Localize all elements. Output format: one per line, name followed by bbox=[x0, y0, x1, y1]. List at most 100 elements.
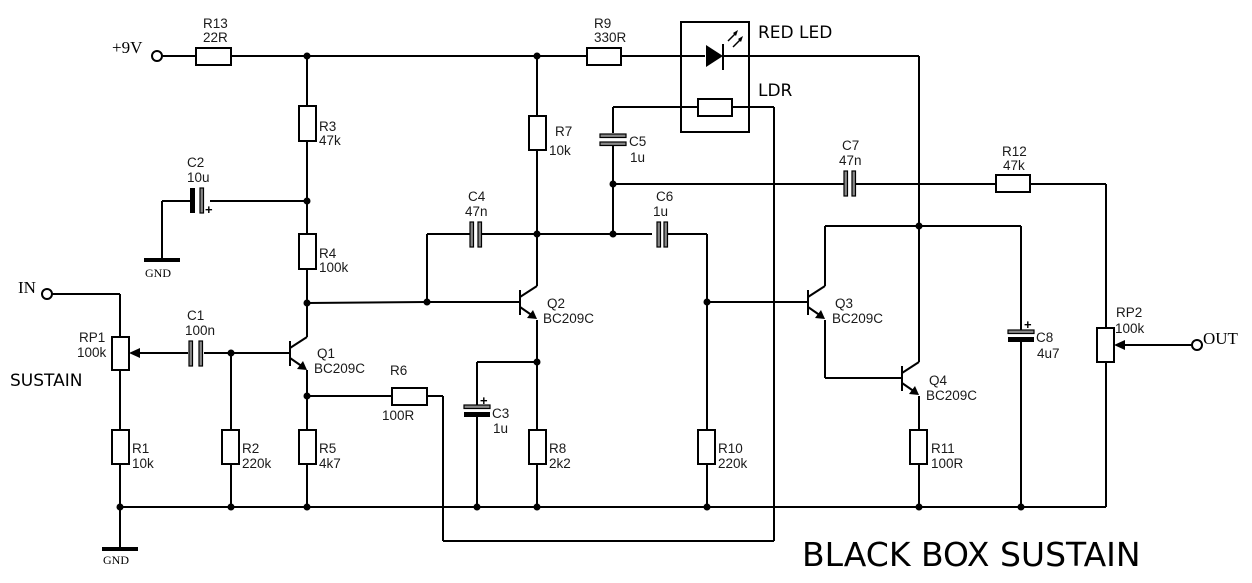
r9-value: 330R bbox=[594, 30, 627, 45]
r13-ref: R13 bbox=[203, 16, 228, 31]
r10-value: 220k bbox=[718, 456, 748, 471]
capacitor-icon bbox=[469, 221, 483, 248]
c7-ref: C7 bbox=[842, 138, 859, 153]
npn-transistor-icon bbox=[289, 336, 308, 370]
resistor-r8[interactable]: R8 2k2 bbox=[528, 429, 571, 471]
c1-value: 100n bbox=[185, 323, 215, 338]
r5-ref: R5 bbox=[319, 441, 336, 456]
electrolytic-capacitor-icon bbox=[1007, 329, 1035, 342]
resistor-r11[interactable]: R11 100R bbox=[909, 429, 964, 471]
capacitor-c8[interactable]: + C8 4u7 bbox=[1007, 317, 1060, 361]
r5-value: 4k7 bbox=[319, 456, 341, 471]
r4-ref: R4 bbox=[319, 246, 337, 261]
optocoupler[interactable]: RED LED LDR bbox=[680, 21, 832, 133]
transistor-q1[interactable]: Q1 BC209C bbox=[289, 336, 365, 376]
c3-polarity: + bbox=[480, 393, 488, 408]
c2-value: 10u bbox=[187, 170, 210, 185]
rp1-value: 100k bbox=[77, 345, 107, 360]
ground-main: GND bbox=[102, 547, 138, 567]
ldr-label: LDR bbox=[758, 81, 793, 101]
output-label: OUT bbox=[1203, 329, 1239, 348]
resistor-r7[interactable]: R7 10k bbox=[528, 115, 572, 158]
resistor-r9[interactable]: R9 330R bbox=[586, 16, 627, 66]
potentiometer-icon bbox=[1096, 327, 1115, 363]
r2-ref: R2 bbox=[242, 441, 259, 456]
resistor-icon bbox=[195, 47, 232, 66]
terminal-output[interactable]: OUT bbox=[1191, 329, 1239, 351]
q1-value: BC209C bbox=[314, 361, 365, 376]
resistor-r13[interactable]: R13 22R bbox=[195, 16, 232, 66]
r13-value: 22R bbox=[203, 30, 228, 45]
q4-ref: Q4 bbox=[929, 373, 948, 388]
r1-value: 10k bbox=[132, 456, 154, 471]
terminal-input[interactable]: IN bbox=[18, 278, 53, 300]
resistor-r4[interactable]: R4 100k bbox=[298, 233, 349, 275]
resistor-icon bbox=[298, 233, 317, 270]
c3-value: 1u bbox=[493, 421, 508, 436]
r6-ref: R6 bbox=[390, 363, 407, 378]
capacitor-c3[interactable]: + C3 1u bbox=[463, 393, 509, 436]
resistor-icon bbox=[528, 115, 547, 151]
ground-label: GND bbox=[145, 266, 171, 280]
resistor-r3[interactable]: R3 47k bbox=[298, 105, 341, 148]
r12-ref: R12 bbox=[1002, 144, 1027, 159]
c8-polarity: + bbox=[1024, 317, 1032, 332]
resistor-icon bbox=[221, 429, 240, 465]
c2-ref: C2 bbox=[187, 155, 204, 170]
potentiometer-icon bbox=[111, 336, 130, 371]
c6-value: 1u bbox=[653, 204, 668, 219]
resistor-icon bbox=[586, 47, 622, 66]
resistor-icon bbox=[528, 429, 547, 465]
resistor-r6[interactable]: R6 100R bbox=[382, 363, 428, 423]
capacitor-c7[interactable]: C7 47n bbox=[839, 138, 862, 197]
resistor-icon bbox=[995, 174, 1031, 193]
r7-ref: R7 bbox=[555, 124, 572, 139]
c2-polarity: + bbox=[205, 202, 213, 217]
wires bbox=[52, 55, 1193, 548]
electrolytic-capacitor-icon bbox=[463, 404, 491, 417]
r8-value: 2k2 bbox=[549, 456, 571, 471]
resistor-r5[interactable]: R5 4k7 bbox=[298, 429, 341, 471]
resistor-icon bbox=[697, 429, 716, 465]
ground-c2: GND bbox=[144, 258, 180, 280]
r3-value: 47k bbox=[319, 133, 341, 148]
terminal-input-icon bbox=[41, 288, 53, 300]
c1-ref: C1 bbox=[187, 308, 204, 323]
r10-ref: R10 bbox=[718, 441, 743, 456]
r1-ref: R1 bbox=[132, 441, 149, 456]
c6-ref: C6 bbox=[656, 189, 673, 204]
c4-value: 47n bbox=[465, 204, 488, 219]
terminal-output-icon bbox=[1191, 339, 1203, 351]
q2-value: BC209C bbox=[543, 311, 594, 326]
wiper-arrow-icon bbox=[1114, 340, 1125, 350]
transistor-q2[interactable]: Q2 BC209C bbox=[519, 285, 594, 326]
resistor-r2[interactable]: R2 220k bbox=[221, 429, 272, 471]
potentiometer-rp1[interactable]: RP1 100k bbox=[77, 330, 140, 371]
rp1-ref: RP1 bbox=[79, 330, 105, 345]
ldr-icon bbox=[681, 98, 750, 117]
c8-ref: C8 bbox=[1036, 330, 1053, 345]
capacitor-icon bbox=[188, 340, 204, 367]
capacitor-c1[interactable]: C1 100n bbox=[185, 308, 215, 367]
q2-ref: Q2 bbox=[547, 296, 565, 311]
resistor-r12[interactable]: R12 47k bbox=[995, 144, 1031, 193]
transistor-q3[interactable]: Q3 BC209C bbox=[807, 285, 883, 326]
r2-value: 220k bbox=[242, 456, 272, 471]
r9-ref: R9 bbox=[594, 16, 611, 31]
capacitor-c5[interactable]: C5 1u bbox=[599, 133, 646, 165]
c8-value: 4u7 bbox=[1037, 346, 1060, 361]
sustain-label: SUSTAIN bbox=[10, 371, 82, 391]
capacitor-c4[interactable]: C4 47n bbox=[465, 189, 488, 248]
resistor-r10[interactable]: R10 220k bbox=[697, 429, 748, 471]
capacitor-c6[interactable]: C6 1u bbox=[653, 189, 673, 248]
terminal-supply[interactable]: +9V bbox=[112, 38, 163, 62]
optocoupler-enclosure bbox=[680, 21, 750, 133]
capacitor-icon bbox=[656, 221, 669, 248]
q3-ref: Q3 bbox=[835, 296, 853, 311]
transistor-q4[interactable]: Q4 BC209C bbox=[901, 361, 977, 403]
npn-transistor-icon bbox=[807, 285, 826, 319]
capacitor-c2[interactable]: + C2 10u bbox=[187, 155, 213, 217]
potentiometer-rp2[interactable]: RP2 100k bbox=[1096, 305, 1145, 363]
resistor-r1[interactable]: R1 10k bbox=[111, 429, 154, 471]
